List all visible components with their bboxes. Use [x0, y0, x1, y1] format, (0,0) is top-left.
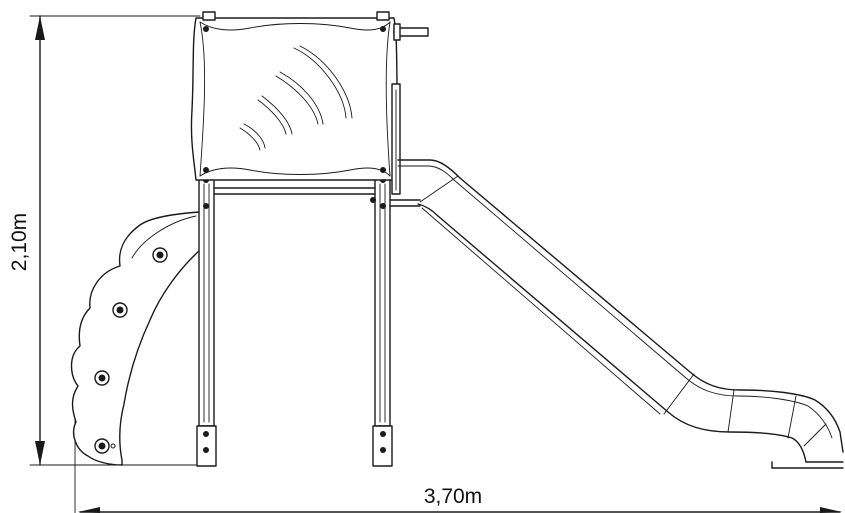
deck-crossbar [213, 187, 376, 195]
slide [397, 159, 844, 469]
climbing-hold [94, 438, 116, 454]
climbing-hold [112, 302, 128, 318]
slide-bracket [370, 83, 421, 207]
right-post [372, 177, 393, 467]
left-post [196, 177, 217, 467]
height-dimension: 2,10m [8, 15, 201, 466]
handle [393, 23, 429, 41]
height-label: 2,10m [8, 213, 31, 271]
climbing-hold [152, 247, 168, 263]
climbing-wall [70, 211, 201, 466]
climbing-hold [94, 370, 110, 386]
width-label: 3,70m [424, 485, 482, 508]
width-dimension: 3,70m [74, 391, 842, 513]
guard-panel [190, 11, 399, 181]
